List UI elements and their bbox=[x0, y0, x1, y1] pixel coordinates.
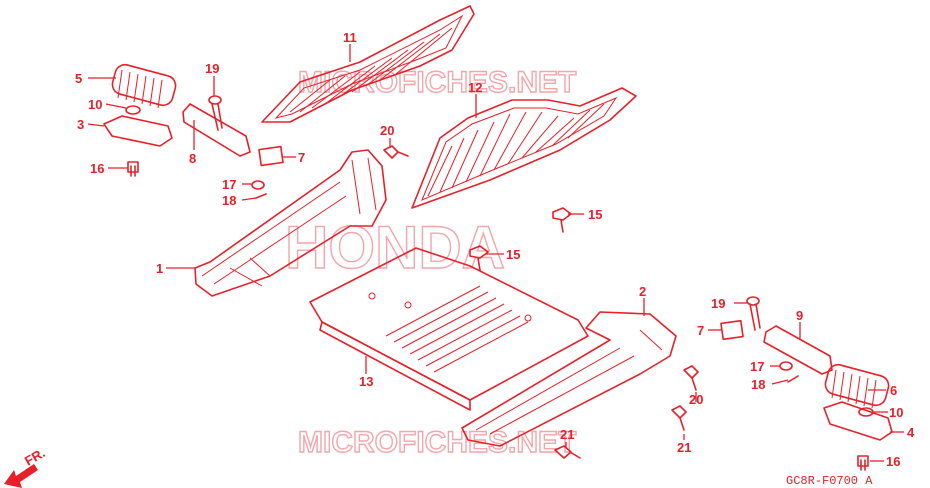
callout-16-left: 16 bbox=[90, 161, 104, 176]
callout-16-right: 16 bbox=[886, 454, 900, 469]
callout-17-right: 17 bbox=[750, 359, 764, 374]
callout-3: 3 bbox=[77, 117, 84, 132]
callout-7-left: 7 bbox=[298, 150, 305, 165]
floor-mat-left bbox=[261, 5, 475, 123]
callout-6: 6 bbox=[890, 383, 897, 398]
callout-15-b: 15 bbox=[506, 247, 520, 262]
bolt-left bbox=[127, 161, 139, 177]
bolt-16-right bbox=[857, 455, 869, 471]
callout-5: 5 bbox=[75, 71, 82, 86]
bolt-21-low bbox=[554, 445, 581, 459]
side-rail bbox=[461, 311, 677, 447]
callout-10-right: 10 bbox=[889, 405, 903, 420]
callout-2: 2 bbox=[639, 284, 646, 299]
footpeg-rubber-right bbox=[824, 363, 890, 409]
callout-19-right: 19 bbox=[711, 296, 725, 311]
callout-18-right: 18 bbox=[751, 377, 765, 392]
callout-13: 13 bbox=[359, 374, 373, 389]
callout-20-lower: 20 bbox=[689, 392, 703, 407]
cotter-pin-right bbox=[787, 375, 799, 383]
watermark-bottom: MICROFICHES.NET bbox=[298, 426, 576, 459]
pin-left bbox=[208, 95, 223, 131]
nut-right bbox=[779, 361, 793, 371]
callout-17-left: 17 bbox=[222, 177, 236, 192]
direction-label: FR. bbox=[22, 445, 48, 468]
bolt-20-lower bbox=[683, 365, 699, 391]
callout-20-upper: 20 bbox=[380, 123, 394, 138]
callout-10-left: 10 bbox=[88, 97, 102, 112]
callout-1: 1 bbox=[156, 261, 163, 276]
callout-19-left: 19 bbox=[205, 61, 219, 76]
bolt-15a bbox=[552, 207, 572, 233]
watermark-top: MICROFICHES.NET bbox=[298, 66, 576, 99]
floor-mat-right bbox=[411, 87, 637, 209]
callout-12: 12 bbox=[468, 80, 482, 95]
pad-right bbox=[720, 319, 744, 341]
callout-11: 11 bbox=[343, 30, 357, 45]
watermark-honda: HONDA bbox=[285, 214, 505, 281]
footpeg-bracket-right bbox=[823, 401, 893, 441]
callout-9: 9 bbox=[796, 308, 803, 323]
diagram-code: GC8R-F0700 A bbox=[786, 474, 873, 488]
bolt-upper bbox=[383, 145, 409, 159]
footpeg-arm-left bbox=[182, 103, 251, 157]
washer-left bbox=[125, 105, 141, 115]
bolt-21-mid bbox=[671, 405, 687, 431]
frame-beam bbox=[194, 149, 387, 297]
floor-panel bbox=[309, 247, 589, 411]
bolt-15b bbox=[469, 245, 489, 271]
nut-left bbox=[251, 180, 265, 190]
callout-4: 4 bbox=[907, 425, 915, 440]
footpeg-rubber-left bbox=[111, 63, 177, 109]
cotter-pin-left bbox=[255, 193, 267, 199]
leader-lines bbox=[87, 44, 904, 462]
pad-left bbox=[258, 145, 284, 167]
footpeg-bracket-left bbox=[103, 115, 173, 147]
callout-7-right: 7 bbox=[697, 323, 704, 338]
pin-right bbox=[746, 296, 761, 331]
front-direction-arrow: FR. bbox=[4, 445, 48, 488]
callout-8: 8 bbox=[189, 151, 196, 166]
footpeg-arm-right bbox=[763, 325, 833, 375]
callout-21-low: 21 bbox=[560, 427, 574, 442]
callout-21-mid: 21 bbox=[677, 440, 691, 455]
callout-15-a: 15 bbox=[588, 207, 602, 222]
callout-18-left: 18 bbox=[222, 193, 236, 208]
arrow-icon bbox=[4, 464, 38, 488]
